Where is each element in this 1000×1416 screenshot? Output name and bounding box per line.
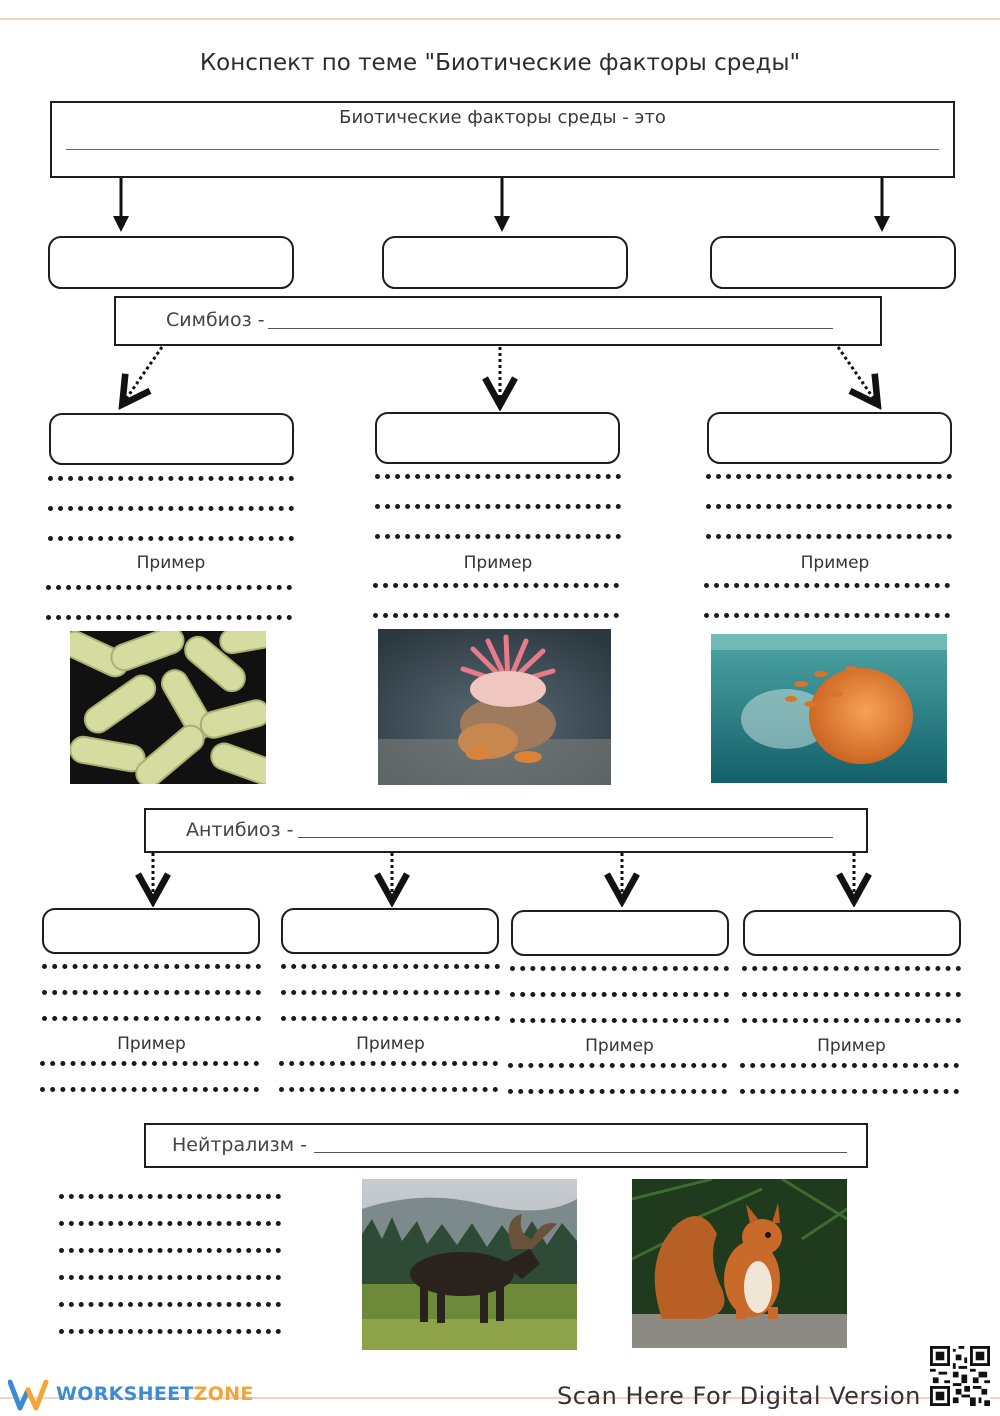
answer-dotted-line[interactable]: [59, 1302, 281, 1307]
answer-dotted-line[interactable]: [279, 1087, 498, 1092]
answer-dotted-line[interactable]: [510, 966, 729, 971]
antibiosis-box[interactable]: Антибиоз -: [144, 808, 868, 853]
answer-dotted-line[interactable]: [42, 964, 261, 969]
answer-dotted-line[interactable]: [706, 504, 952, 509]
answer-dotted-line[interactable]: [373, 613, 619, 618]
example-label: Пример: [817, 1036, 886, 1056]
symbiosis-type-box-1[interactable]: [49, 413, 294, 465]
answer-dotted-line[interactable]: [740, 1089, 959, 1094]
answer-dotted-line[interactable]: [59, 1275, 281, 1280]
solid-arrow-1: [113, 178, 129, 232]
brand-text-part2: ZONE: [193, 1383, 254, 1405]
example-label: Пример: [136, 553, 206, 573]
answer-dotted-line[interactable]: [279, 1061, 498, 1066]
answer-dotted-line[interactable]: [48, 536, 294, 541]
antibiosis-label: Антибиоз -: [186, 819, 294, 841]
antibiosis-answer-line: [298, 837, 833, 838]
answer-dotted-line[interactable]: [59, 1194, 281, 1199]
neutralism-box[interactable]: Нейтрализм -: [144, 1123, 868, 1168]
page-title: Конспект по теме "Биотические факторы ср…: [199, 50, 801, 76]
brand-logo[interactable]: WORKSHEETZONE: [7, 1378, 253, 1412]
squirrel-image: [632, 1179, 847, 1348]
answer-dotted-line[interactable]: [508, 1063, 727, 1068]
scan-text: Scan Here For Digital Version: [557, 1382, 921, 1410]
answer-dotted-line[interactable]: [48, 476, 294, 481]
antibiosis-type-box-1[interactable]: [42, 908, 260, 954]
definition-label: Биотические факторы среды - это: [339, 107, 666, 128]
footer-border-line: [0, 1397, 1000, 1399]
definition-answer-line: [66, 149, 939, 150]
answer-dotted-line[interactable]: [48, 506, 294, 511]
example-label: Пример: [585, 1036, 654, 1056]
answer-dotted-line[interactable]: [281, 1016, 500, 1021]
symbiosis-type-box-3[interactable]: [707, 412, 952, 464]
worksheetzone-logo-icon: [7, 1379, 49, 1411]
example-label: Пример: [356, 1034, 425, 1054]
category-box-2[interactable]: [382, 236, 628, 289]
answer-dotted-line[interactable]: [742, 966, 961, 971]
dotted-arrow-sym-1: [124, 346, 164, 402]
answer-dotted-line[interactable]: [46, 585, 292, 590]
antibiosis-type-box-3[interactable]: [511, 910, 729, 956]
answer-dotted-line[interactable]: [42, 990, 261, 995]
answer-dotted-line[interactable]: [510, 1018, 729, 1023]
answer-dotted-line[interactable]: [704, 583, 950, 588]
qr-code-icon[interactable]: [930, 1346, 990, 1406]
example-label: Пример: [117, 1034, 186, 1054]
answer-dotted-line[interactable]: [281, 964, 500, 969]
answer-dotted-line[interactable]: [704, 613, 950, 618]
answer-dotted-line[interactable]: [375, 534, 621, 539]
example-label: Пример: [800, 553, 870, 573]
bacteria-image: [70, 631, 266, 784]
neutralism-label: Нейтрализм -: [172, 1134, 307, 1156]
symbiosis-label: Симбиоз -: [166, 309, 265, 331]
jellyfish-fish-image: [711, 634, 947, 783]
dotted-arrow-sym-3: [836, 346, 876, 402]
symbiosis-type-box-2[interactable]: [375, 412, 620, 464]
antibiosis-type-box-4[interactable]: [743, 910, 961, 956]
answer-dotted-line[interactable]: [706, 534, 952, 539]
brand-text-part1: WORKSHEET: [56, 1383, 194, 1405]
answer-dotted-line[interactable]: [42, 1016, 261, 1021]
answer-dotted-line[interactable]: [740, 1063, 959, 1068]
answer-dotted-line[interactable]: [508, 1089, 727, 1094]
definition-box[interactable]: Биотические факторы среды - это: [50, 101, 955, 178]
moose-image: [362, 1179, 577, 1350]
example-label: Пример: [463, 553, 533, 573]
category-box-1[interactable]: [48, 236, 294, 289]
answer-dotted-line[interactable]: [59, 1329, 281, 1334]
symbiosis-box[interactable]: Симбиоз -: [114, 296, 882, 346]
answer-dotted-line[interactable]: [281, 990, 500, 995]
answer-dotted-line[interactable]: [510, 992, 729, 997]
symbiosis-answer-line: [268, 328, 833, 329]
answer-dotted-line[interactable]: [59, 1248, 281, 1253]
sea-anemone-hermit-crab-image: [378, 629, 611, 785]
answer-dotted-line[interactable]: [742, 1018, 961, 1023]
answer-dotted-line[interactable]: [40, 1087, 259, 1092]
answer-dotted-line[interactable]: [742, 992, 961, 997]
antibiosis-type-box-2[interactable]: [281, 908, 499, 954]
answer-dotted-line[interactable]: [46, 615, 292, 620]
top-border-line: [0, 18, 1000, 20]
answer-dotted-line[interactable]: [59, 1221, 281, 1226]
solid-arrow-3: [874, 178, 890, 232]
solid-arrow-2: [494, 178, 510, 232]
answer-dotted-line[interactable]: [40, 1061, 259, 1066]
category-box-3[interactable]: [710, 236, 956, 289]
answer-dotted-line[interactable]: [373, 583, 619, 588]
answer-dotted-line[interactable]: [706, 474, 952, 479]
neutralism-answer-line: [314, 1152, 847, 1153]
answer-dotted-line[interactable]: [375, 504, 621, 509]
answer-dotted-line[interactable]: [375, 474, 621, 479]
